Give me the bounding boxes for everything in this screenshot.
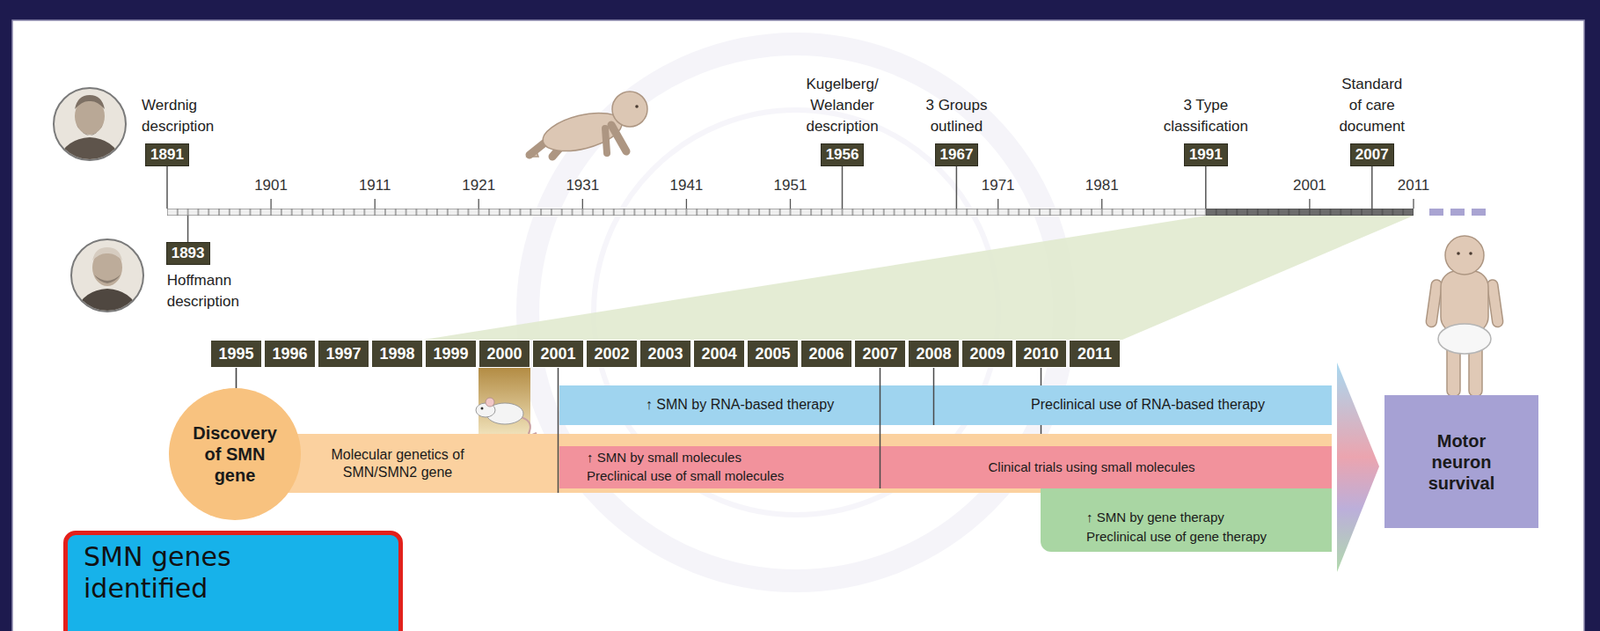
axis-year-label: 2011 <box>1397 176 1431 195</box>
year-cell-text: 1998 <box>379 343 415 364</box>
band-label: Preclinical use of gene therapy <box>1086 527 1267 546</box>
year-cell-text: 2000 <box>486 343 522 364</box>
year-badge-text: 1956 <box>825 146 860 164</box>
year-cell: 2003 <box>639 339 692 368</box>
mouse-figure <box>475 397 537 436</box>
year-badge-text: 1967 <box>940 146 974 164</box>
band-label: ↑ SMN by gene therapy <box>1086 508 1225 527</box>
axis-year-label: 2001 <box>1293 176 1327 195</box>
event-description: 3 Groups outlined <box>916 94 996 138</box>
circle-label: Discovery of SMN gene <box>184 422 286 486</box>
year-cell-text: 2005 <box>754 343 790 364</box>
event-description: Werdnig description <box>141 94 221 138</box>
year-divider <box>933 367 936 425</box>
band-label: ↑ SMN by small molecules <box>586 448 742 467</box>
year-cell-text: 2002 <box>593 343 629 364</box>
event-description: Hoffmann description <box>167 270 251 313</box>
timeline-axis <box>167 208 1486 216</box>
year-cell-text: 1996 <box>271 343 307 364</box>
year-cell: 2004 <box>693 339 746 368</box>
year-badge: Werdnig description1891 <box>145 143 190 167</box>
outcome-label: Motor neuron survival <box>1415 430 1508 494</box>
axis-year-label: 1941 <box>669 176 703 195</box>
year-badge: 3 Type classification1991 <box>1183 143 1228 167</box>
year-badge-text: 1893 <box>171 244 205 263</box>
year-cell-text: 1995 <box>218 343 254 364</box>
outcome-box: Motor neuron survival <box>1384 394 1539 528</box>
year-cell: 1997 <box>317 339 370 368</box>
callout-text: SMN genes identified <box>83 540 286 605</box>
slide-panel <box>12 20 1585 631</box>
year-cell-text: 1999 <box>432 343 468 364</box>
year-cell: 2008 <box>907 339 960 368</box>
year-badge: Standard of care document2007 <box>1350 143 1395 167</box>
axis-year-label: 1911 <box>358 176 392 195</box>
callout-box: SMN genes identified <box>63 530 403 631</box>
year-cell-text: 2003 <box>647 343 683 364</box>
event-description: Kugelberg/ Welander description <box>800 73 885 138</box>
year-badge: 1893Hoffmann description <box>166 241 211 265</box>
year-cell: 2001 <box>532 339 585 368</box>
band-label: ↑ SMN by RNA-based therapy <box>645 395 834 414</box>
mouse-photo-ground <box>478 367 531 434</box>
year-cell-text: 2010 <box>1022 343 1059 364</box>
event-leader-lines <box>167 166 1373 242</box>
year-cell: 2010 <box>1015 339 1067 368</box>
year-cell: 2006 <box>800 339 853 368</box>
year-cell: 1995 <box>210 339 263 368</box>
year-badge-text: 2007 <box>1355 146 1389 164</box>
axis-year-label: 1921 <box>461 176 496 195</box>
year-cell: 1999 <box>424 339 477 368</box>
year-cell-text: 1997 <box>325 343 361 364</box>
crawling-baby <box>527 91 648 159</box>
small-molecule-band: ↑ SMN by small moleculesPreclinical use … <box>559 445 1332 489</box>
connector-line <box>235 367 238 388</box>
axis-year-label: 1971 <box>981 176 1016 195</box>
year-cell: 2005 <box>746 339 799 368</box>
year-cell-text: 2007 <box>862 343 898 364</box>
band-label: Molecular genetics of SMN/SMN2 gene <box>318 445 477 482</box>
axis-year-label: 1901 <box>254 176 288 195</box>
year-cell-text: 2008 <box>915 343 951 364</box>
year-cell: 2002 <box>585 339 638 368</box>
portrait-werdnig <box>53 87 126 168</box>
outcome-arrow <box>1336 362 1380 572</box>
standing-toddler <box>1425 235 1505 396</box>
year-cell: 2007 <box>854 339 906 368</box>
zoom-fan <box>423 215 1414 340</box>
band-label: Preclinical use of RNA-based therapy <box>1030 395 1265 414</box>
year-cell: 2011 <box>1068 339 1121 368</box>
gene-therapy-band: ↑ SMN by gene therapyPreclinical use of … <box>1040 488 1332 552</box>
band-label: Preclinical use of small molecules <box>586 467 784 485</box>
discovery-circle: Discovery of SMN gene <box>168 387 301 520</box>
year-cell-text: 2009 <box>969 343 1005 364</box>
year-cell: 1998 <box>371 339 424 368</box>
year-badge-text: 1891 <box>150 146 184 164</box>
year-cell-text: 2001 <box>540 343 576 364</box>
year-cell: 2000 <box>478 339 531 368</box>
portrait-hoffmann <box>71 239 144 319</box>
year-divider <box>557 367 560 493</box>
year-cell: 1996 <box>263 339 316 368</box>
event-description: 3 Type classification <box>1157 94 1255 138</box>
event-description: Standard of care document <box>1334 73 1410 138</box>
year-cell-text: 2006 <box>808 343 844 364</box>
year-badge-text: 1991 <box>1189 146 1223 164</box>
axis-year-label: 1951 <box>774 176 808 195</box>
year-cell-text: 2004 <box>701 343 737 364</box>
band-label: Clinical trials using small molecules <box>987 458 1195 476</box>
rna-therapy-band: ↑ SMN by RNA-based therapy Preclinical us… <box>559 385 1332 425</box>
axis-year-label: 1981 <box>1085 176 1119 195</box>
year-divider <box>879 367 882 489</box>
year-badge: 3 Groups outlined1967 <box>935 143 979 167</box>
year-cell-text: 2011 <box>1077 343 1112 364</box>
axis-year-label: 1931 <box>565 176 600 195</box>
year-cell: 2009 <box>961 339 1014 368</box>
year-badge: Kugelberg/ Welander description1956 <box>820 143 865 167</box>
